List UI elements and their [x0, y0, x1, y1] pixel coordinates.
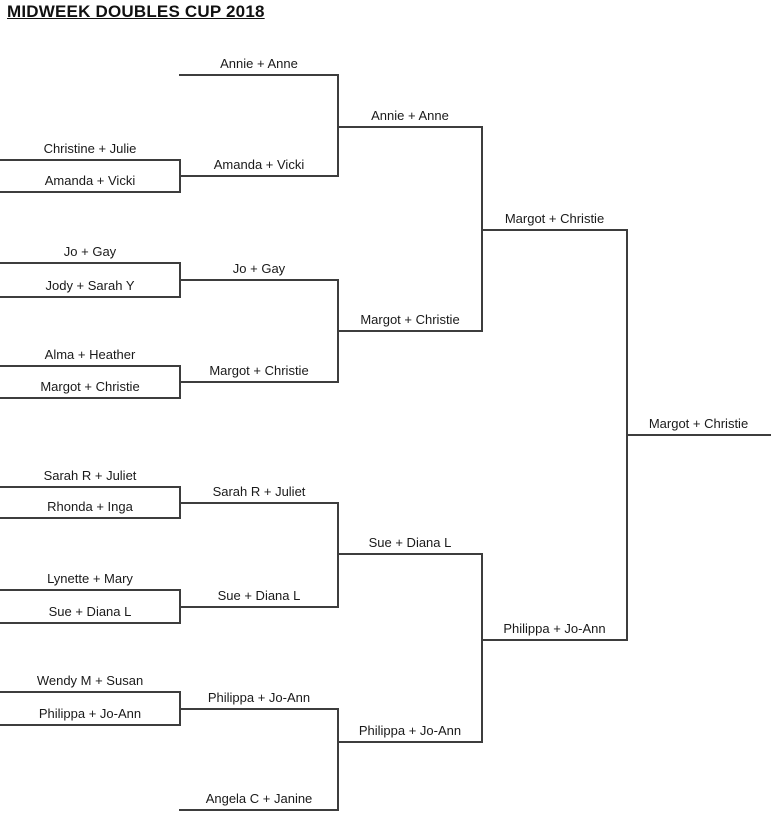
- team-label-r1-m6-b: Philippa + Jo-Ann: [38, 706, 142, 721]
- bracket-line-sf2-winner: [481, 639, 628, 641]
- bracket-connector: [337, 708, 339, 811]
- team-label-r1-m3-b: Margot + Christie: [40, 379, 140, 394]
- team-label-r2-m2-winner: Jo + Gay: [232, 261, 286, 276]
- team-label-r1-m4-b: Rhonda + Inga: [47, 499, 133, 514]
- bracket-line-qf4-winner: [337, 741, 483, 743]
- bracket-connector: [179, 589, 181, 624]
- bracket-line-r1-m5-b: [0, 622, 181, 624]
- team-label-r1-m3-a: Alma + Heather: [44, 347, 136, 362]
- bracket-line-qf2-winner: [337, 330, 483, 332]
- bracket-line-r2-m1-winner: [179, 175, 339, 177]
- bracket-line-r1-m1-b: [0, 191, 181, 193]
- team-label-r1-m6-a: Wendy M + Susan: [36, 673, 144, 688]
- team-label-r1-m1-b: Amanda + Vicki: [44, 173, 136, 188]
- bracket-line-r2-m4-winner: [179, 502, 339, 504]
- bracket-line-r1-m6-b: [0, 724, 181, 726]
- bracket-line-sf1-winner: [481, 229, 628, 231]
- bracket-connector: [179, 365, 181, 399]
- bracket-line-r1-m2-b: [0, 296, 181, 298]
- bracket-line-r2-m5-winner: [179, 606, 339, 608]
- bracket-line-r1-m6-a: [0, 691, 181, 693]
- bracket-line-r2-m2-winner: [179, 279, 339, 281]
- team-label-qf3-winner: Sue + Diana L: [368, 535, 452, 550]
- bracket-connector: [179, 159, 181, 193]
- bracket-connector: [179, 262, 181, 298]
- bracket-line-r1-bye-top: [179, 74, 339, 76]
- team-label-final-winner: Margot + Christie: [648, 416, 749, 431]
- team-label-qf1-winner: Annie + Anne: [371, 108, 449, 123]
- bracket-line-r1-m3-a: [0, 365, 181, 367]
- bracket-connector: [179, 691, 181, 726]
- bracket-line-final-winner: [626, 434, 771, 436]
- bracket-connector: [481, 553, 483, 743]
- bracket-line-qf1-winner: [337, 126, 483, 128]
- bracket-line-r1-m3-b: [0, 397, 181, 399]
- team-label-r1-m2-a: Jo + Gay: [63, 244, 117, 259]
- team-label-qf2-winner: Margot + Christie: [360, 312, 460, 327]
- page-title: MIDWEEK DOUBLES CUP 2018: [7, 2, 265, 21]
- bracket-connector: [337, 279, 339, 383]
- bracket-connector: [481, 126, 483, 332]
- team-label-r1-bye-bottom: Angela C + Janine: [205, 791, 313, 806]
- team-label-r2-m3-winner: Margot + Christie: [209, 363, 309, 378]
- team-label-r1-m4-a: Sarah R + Juliet: [43, 468, 137, 483]
- team-label-r2-m5-winner: Sue + Diana L: [217, 588, 301, 603]
- bracket-line-r1-m1-a: [0, 159, 181, 161]
- team-label-qf4-winner: Philippa + Jo-Ann: [358, 723, 462, 738]
- team-label-r1-bye-top: Annie + Anne: [220, 56, 298, 71]
- team-label-r1-m5-b: Sue + Diana L: [48, 604, 132, 619]
- team-label-r2-m6-winner: Philippa + Jo-Ann: [207, 690, 311, 705]
- team-label-r1-m1-a: Christine + Julie: [43, 141, 137, 156]
- bracket-line-r2-m3-winner: [179, 381, 339, 383]
- team-label-sf1-winner: Margot + Christie: [504, 211, 605, 226]
- bracket-line-r1-bye-bottom: [179, 809, 339, 811]
- bracket-line-r1-m2-a: [0, 262, 181, 264]
- team-label-r1-m5-a: Lynette + Mary: [47, 571, 133, 586]
- bracket-line-r1-m5-a: [0, 589, 181, 591]
- team-label-sf2-winner: Philippa + Jo-Ann: [503, 621, 606, 636]
- bracket-connector: [626, 229, 628, 641]
- bracket-connector: [337, 502, 339, 608]
- bracket-line-qf3-winner: [337, 553, 483, 555]
- team-label-r2-m4-winner: Sarah R + Juliet: [212, 484, 306, 499]
- bracket-line-r1-m4-a: [0, 486, 181, 488]
- bracket-line-r1-m4-b: [0, 517, 181, 519]
- bracket-connector: [337, 74, 339, 177]
- bracket-line-r2-m6-winner: [179, 708, 339, 710]
- bracket-connector: [179, 486, 181, 519]
- team-label-r1-m2-b: Jody + Sarah Y: [45, 278, 135, 293]
- team-label-r2-m1-winner: Amanda + Vicki: [213, 157, 305, 172]
